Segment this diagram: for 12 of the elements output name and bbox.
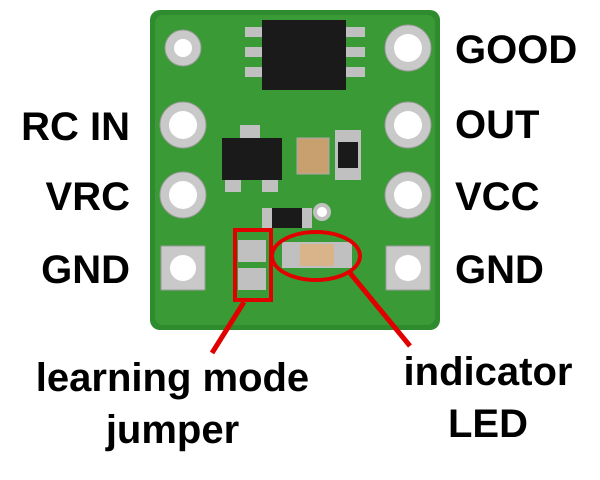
- callout-label: learning mode jumper: [0, 352, 345, 456]
- leader-line: [210, 300, 246, 354]
- pin-label: GOOD: [455, 28, 578, 72]
- pin-label: GND: [455, 248, 544, 292]
- highlight-rectangle: [233, 228, 273, 302]
- pin-label: GND: [41, 248, 130, 292]
- pin-label: VRC: [46, 175, 130, 219]
- callout-label: indicator LED: [378, 346, 598, 450]
- pin-label: VCC: [455, 175, 540, 219]
- highlight-ellipse: [270, 230, 362, 282]
- pin-label: OUT: [455, 103, 540, 147]
- pin-label: RC IN: [21, 105, 130, 149]
